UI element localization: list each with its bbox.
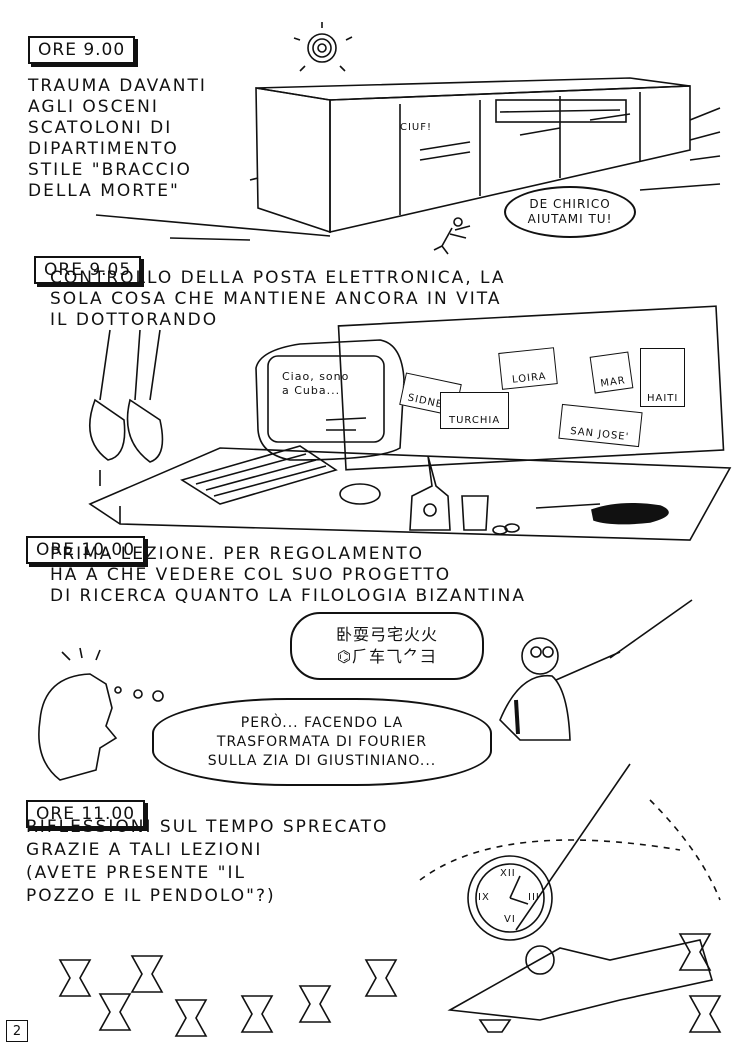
glass [461, 495, 489, 531]
cork-board [337, 305, 725, 471]
thought-bubble-fourier: PERÒ... FACENDO LA TRASFORMATA DI FOURIE… [152, 698, 492, 786]
department-building [255, 77, 691, 234]
time-label-3: ORE 10.00 [26, 536, 146, 564]
caption-2: CONTROLLO DELLA POSTA ELETTRONICA, LA SO… [50, 268, 506, 330]
student-head [38, 673, 118, 781]
caption-1: TRAUMA DAVANTI AGLI OSCENI SCATOLONI DI … [28, 76, 207, 201]
sfx-ciuf: CIUF! [400, 122, 433, 133]
email-screen-text: Ciao, sono a Cuba... [282, 370, 350, 397]
tiny-man-figure [433, 217, 471, 255]
blood-puddle [591, 502, 669, 525]
clock-numeral: VI [504, 914, 516, 925]
professor-figure [499, 599, 693, 741]
keyboard [180, 445, 338, 505]
postcard-label: TURCHIA [440, 392, 510, 429]
caption-4: RIFLESSIONI SUL TEMPO SPRECATO GRAZIE A … [26, 817, 389, 906]
knife [535, 503, 601, 509]
time-label-2: ORE 9.05 [34, 256, 142, 284]
page-number: 2 [6, 1020, 28, 1042]
clock-numeral: IX [478, 892, 490, 903]
glyph-speech-bubble: 卧耍弓宅⽕⽕ ⌬⺁⻋⺄⺈⺕ [290, 612, 484, 680]
poison-bottle [409, 455, 451, 531]
lying-person [447, 939, 714, 1021]
desk [88, 447, 732, 541]
hourglass-icons [58, 933, 722, 1037]
dangling-legs [88, 329, 164, 486]
postcard-label: LOIRA [498, 347, 559, 390]
clock-numeral: III [528, 892, 540, 903]
postcard-label: HAITI [640, 348, 686, 407]
computer-monitor [255, 339, 405, 461]
speech-bubble-de-chirico: DE CHIRICO AIUTAMI TU! [504, 186, 636, 238]
time-label-1: ORE 9.00 [28, 36, 136, 64]
sun-spiral-icon [293, 22, 353, 72]
caption-3: PRIMA LEZIONE. PER REGOLAMENTO HA A CHE … [50, 544, 526, 606]
postcard-label: MAR [589, 351, 634, 394]
pendulum-clock [467, 763, 631, 941]
clock-numeral: XII [500, 868, 516, 879]
time-label-4: ORE 11.00 [26, 800, 146, 828]
mouse [339, 483, 381, 505]
